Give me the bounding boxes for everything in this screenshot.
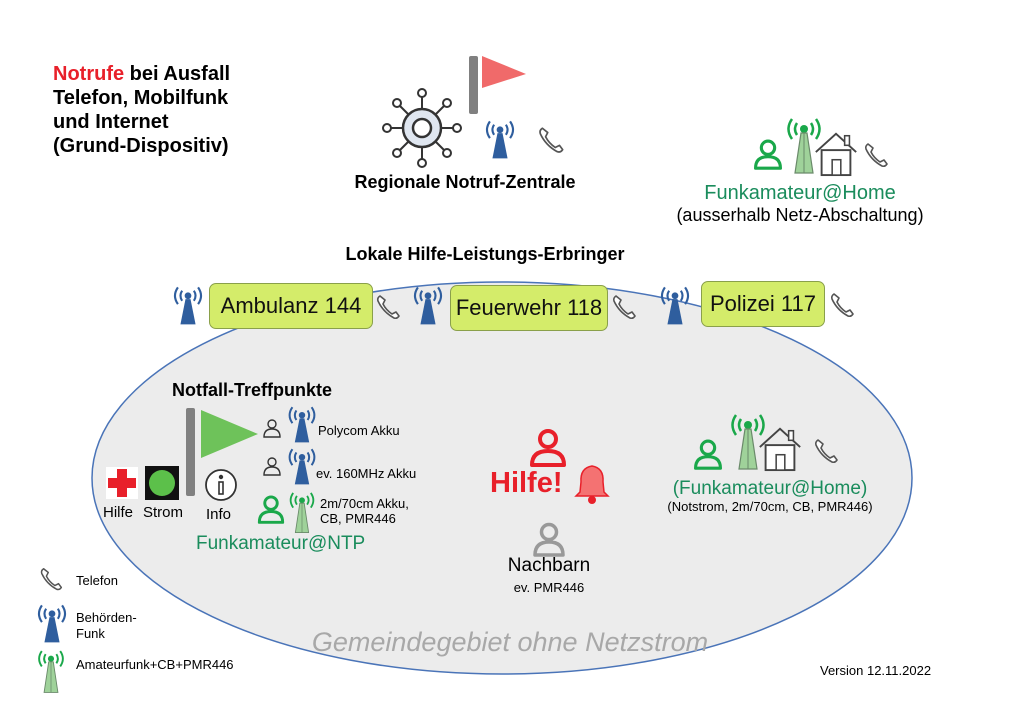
house-icon: [756, 422, 804, 474]
local-heading: Lokale Hilfe-Leistungs-Erbringer: [345, 244, 625, 264]
network-hub-icon: [382, 88, 462, 168]
service-police: Polizei 117: [701, 281, 825, 327]
sign-info-label: Info: [206, 506, 232, 523]
flag-icon: [469, 56, 526, 114]
person-icon: [262, 418, 282, 438]
service-fire: Feuerwehr 118: [450, 285, 608, 331]
phone-icon: [812, 436, 842, 466]
phone-icon: [374, 292, 404, 322]
mp-item-polycom: Polycom Akku: [318, 423, 400, 438]
phone-icon: [536, 124, 568, 156]
amateur-radio-icon: [286, 490, 318, 534]
person-icon: [256, 494, 286, 524]
power-icon: [145, 466, 179, 500]
ham-home-inner-label: (Funkamateur@Home): [672, 478, 868, 499]
authority-radio-icon: [34, 602, 70, 644]
area-label: Gemeindegebiet ohne Netzstrom: [311, 627, 709, 657]
phone-icon: [828, 290, 858, 320]
service-ambulance: Ambulanz 144: [209, 283, 373, 329]
person-icon: [530, 429, 566, 467]
authority-radio-icon: [410, 284, 446, 326]
legend-authority-label: Behörden- Funk: [76, 610, 137, 641]
person-icon: [262, 456, 282, 476]
neighbors-label: Nachbarn: [507, 555, 591, 576]
authority-radio-icon: [482, 118, 518, 160]
person-icon: [692, 438, 724, 470]
info-icon: [205, 469, 237, 501]
person-icon: [752, 138, 784, 170]
mp-item-160mhz: ev. 160MHz Akku: [316, 466, 417, 481]
ham-ntp-label: Funkamateur@NTP: [196, 533, 366, 554]
flag-icon: [186, 408, 258, 496]
legend-amateur-label: Amateurfunk+CB+PMR446: [76, 657, 234, 672]
authority-radio-icon: [285, 404, 319, 444]
person-icon: [533, 522, 565, 557]
meeting-points-heading: Notfall-Treffpunkte: [172, 380, 332, 400]
authority-radio-icon: [170, 284, 206, 326]
red-cross-icon: [106, 467, 138, 499]
sign-help-label: Hilfe: [103, 504, 134, 521]
alarm-bell-icon: [574, 465, 610, 504]
amateur-radio-icon: [34, 648, 68, 694]
phone-icon: [610, 292, 640, 322]
house-icon: [812, 126, 860, 180]
regional-center-label: Regionale Notruf-Zentrale: [354, 172, 576, 192]
version-label: Version 12.11.2022: [820, 663, 932, 678]
authority-radio-icon: [657, 284, 693, 326]
sign-power-label: Strom: [143, 504, 184, 521]
ham-home-inner-sub: (Notstrom, 2m/70cm, CB, PMR446): [667, 499, 873, 514]
phone-icon: [38, 565, 66, 593]
neighbors-sub: ev. PMR446: [513, 580, 585, 595]
ham-home-label: Funkamateur@Home: [704, 182, 896, 204]
authority-radio-icon: [285, 446, 319, 486]
ham-home-sub: (ausserhalb Netz-Abschaltung): [676, 205, 924, 225]
legend-phone-label: Telefon: [76, 573, 118, 588]
help-label: Hilfe!: [490, 467, 563, 499]
page-title: Notrufe bei Ausfall Telefon, Mobilfunk u…: [53, 63, 231, 157]
phone-icon: [862, 140, 892, 170]
mp-item-2m70cm: 2m/70cm Akku, CB, PMR446: [320, 496, 409, 526]
